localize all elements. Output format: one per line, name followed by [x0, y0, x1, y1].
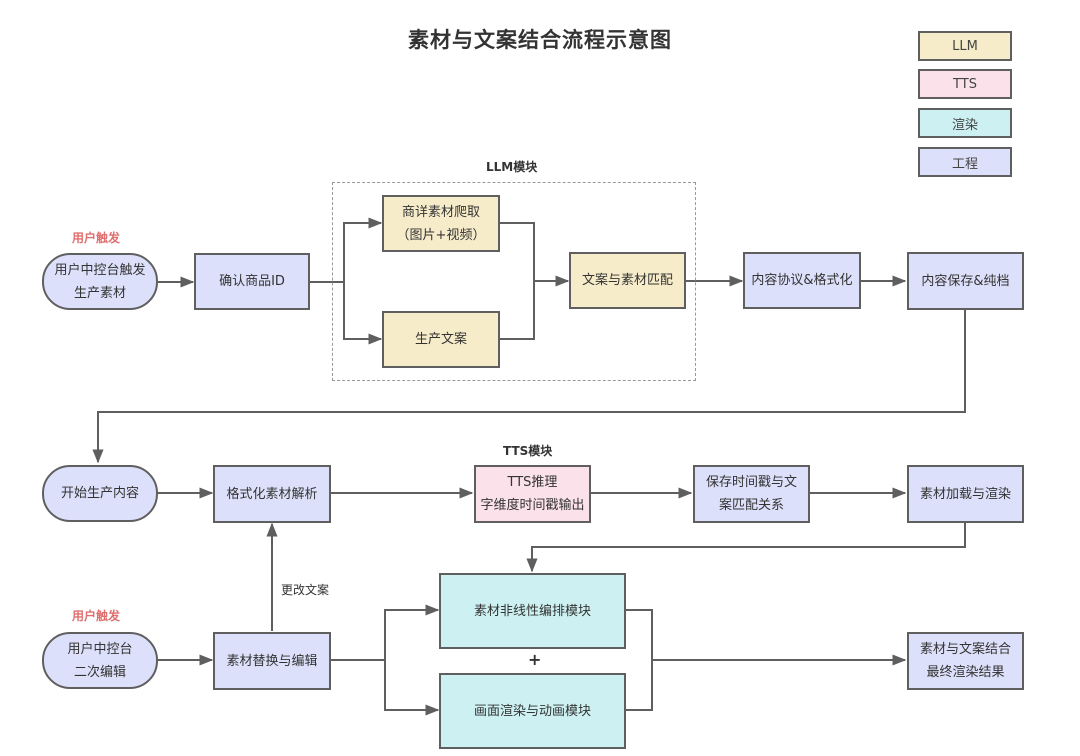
node-crawl-detail-assets[interactable]: 商详素材爬取 （图片+视频） [382, 195, 500, 252]
llm-module-boundary [332, 182, 696, 381]
legend-render: 渲染 [918, 108, 1012, 138]
legend-llm: LLM [918, 31, 1012, 61]
node-match-copy-assets[interactable]: 文案与素材匹配 [569, 252, 686, 309]
node-user-trigger-produce[interactable]: 用户中控台触发 生产素材 [42, 253, 158, 310]
node-replace-edit-assets[interactable]: 素材替换与编辑 [213, 632, 331, 690]
legend-engineering: 工程 [918, 147, 1012, 177]
node-protocol-format[interactable]: 内容协议&格式化 [743, 252, 861, 309]
node-start-production[interactable]: 开始生产内容 [42, 465, 158, 522]
node-parse-formatted-assets[interactable]: 格式化素材解析 [213, 465, 331, 523]
node-user-secondary-edit[interactable]: 用户中控台 二次编辑 [42, 632, 158, 689]
diagram-title: 素材与文案结合流程示意图 [408, 28, 672, 52]
node-tts-inference[interactable]: TTS推理 字维度时间戳输出 [474, 465, 591, 523]
edge-label-change-copy: 更改文案 [281, 583, 330, 597]
edge-split-to-copy [343, 282, 383, 345]
tts-module-label: TTS模块 [503, 444, 553, 458]
llm-module-label: LLM模块 [486, 160, 538, 174]
node-save-timestamps[interactable]: 保存时间戳与文 案匹配关系 [693, 465, 810, 523]
node-confirm-product-id[interactable]: 确认商品ID [194, 253, 310, 310]
user-trigger-label-bottom: 用户触发 [72, 609, 121, 623]
node-final-result[interactable]: 素材与文案结合 最终渲染结果 [907, 632, 1024, 690]
legend-tts: TTS [918, 69, 1012, 99]
edge-load-to-nonlinear [526, 521, 966, 573]
node-save-archive[interactable]: 内容保存&纯档 [907, 252, 1024, 310]
edge-split-to-crawl [343, 217, 383, 282]
node-generate-copy[interactable]: 生产文案 [382, 311, 500, 368]
edge-split-to-nonlinear [384, 604, 440, 660]
user-trigger-label-top: 用户触发 [72, 231, 121, 245]
edge-save-to-start [92, 310, 966, 464]
edge-split-to-render [384, 660, 440, 716]
node-nonlinear-edit-module[interactable]: 素材非线性编排模块 [439, 573, 626, 649]
edge-modules-merge [625, 609, 653, 711]
node-load-render-assets[interactable]: 素材加载与渲染 [907, 465, 1024, 523]
node-render-animation-module[interactable]: 画面渲染与动画模块 [439, 673, 626, 749]
plus-sign: + [528, 650, 542, 669]
